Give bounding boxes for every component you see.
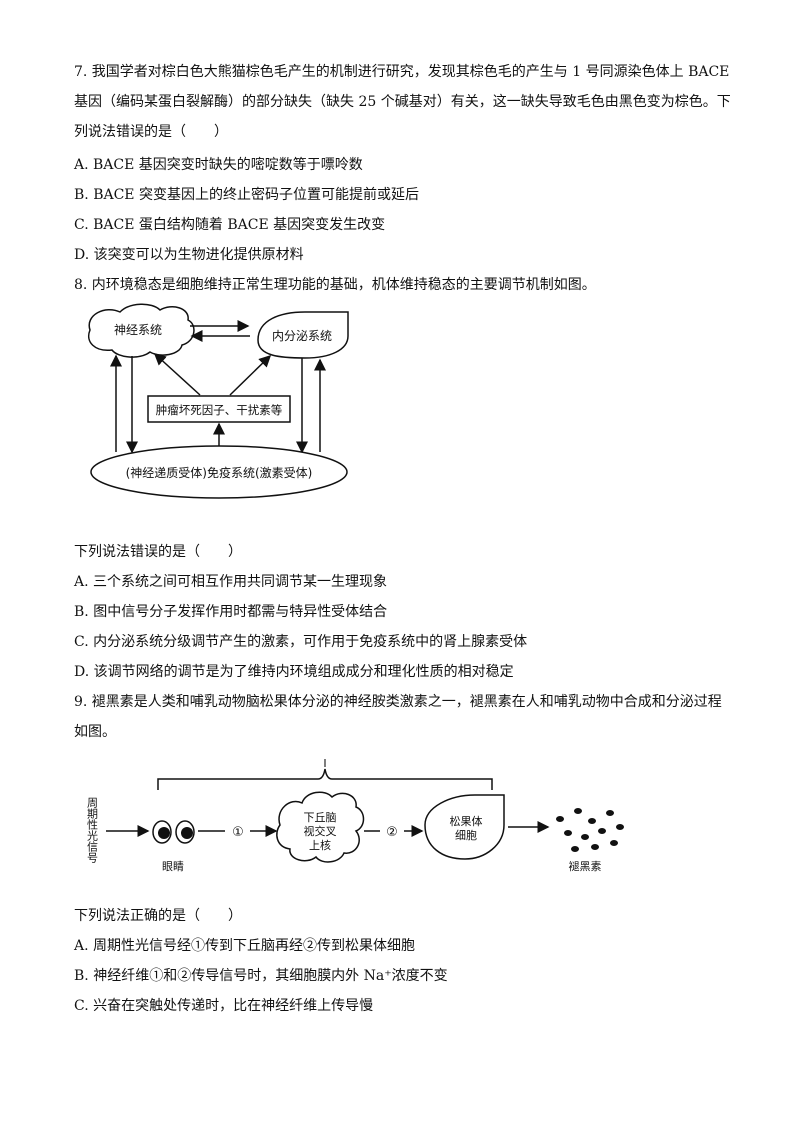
melatonin-dots-icon (556, 808, 624, 852)
step1-label: ① (232, 825, 244, 840)
q7-option-c: C. BACE 蛋白结构随着 BACE 基因突变发生改变 (74, 217, 386, 233)
light-signal-label: 周期性光信号 (86, 797, 99, 864)
bracket (157, 768, 493, 790)
q8-question: 下列说法错误的是（ ） (74, 544, 242, 560)
q7-stem-line3: 列说法错误的是（ ） (74, 124, 228, 140)
hypothalamus-label-3: 上核 (309, 838, 331, 852)
q8-option-d: D. 该调节网络的调节是为了维持内环境组成成分和理化性质的相对稳定 (74, 664, 514, 680)
bracket-label: I (323, 757, 326, 770)
q8-option-c: C. 内分泌系统分级调节产生的激素，可作用于免疫系统中的肾上腺素受体 (74, 634, 528, 650)
pineal-label-2: 细胞 (455, 829, 477, 842)
endocrine-system-label: 内分泌系统 (272, 329, 332, 343)
hypothalamus-cloud (276, 791, 365, 863)
q9-melatonin-diagram: I 周期性光信号 眼睛 ① 下丘脑 视交叉 上核 ② 松果体 细胞 (80, 755, 650, 880)
q8-option-b: B. 图中信号分子发挥作用时都需与特异性受体结合 (74, 604, 388, 620)
q9-option-a: A. 周期性光信号经①传到下丘脑再经②传到松果体细胞 (74, 938, 416, 954)
q8-regulation-diagram: 神经系统 内分泌系统 肿瘤坏死因子、干扰素等 (神经递质受体)免疫系统(激素受体… (80, 300, 380, 510)
q8-stem: 8. 内环境稳态是细胞维持正常生理功能的基础，机体维持稳态的主要调节机制如图。 (74, 277, 596, 293)
q9-option-b: B. 神经纤维①和②传导信号时，其细胞膜内外 Na⁺浓度不变 (74, 968, 448, 984)
pineal-cell-shape (424, 794, 505, 860)
q7-option-b: B. BACE 突变基因上的终止密码子位置可能提前或延后 (74, 187, 419, 203)
q9-stem-line2: 如图。 (74, 724, 116, 740)
hypothalamus-label-2: 视交叉 (304, 824, 337, 838)
q7-option-a: A. BACE 基因突变时缺失的嘧啶数等于嘌呤数 (74, 157, 363, 173)
factors-label: 肿瘤坏死因子、干扰素等 (156, 403, 283, 417)
pineal-label-1: 松果体 (450, 814, 483, 828)
q9-stem-line1: 9. 褪黑素是人类和哺乳动物脑松果体分泌的神经胺类激素之一，褪黑素在人和哺乳动物… (74, 694, 722, 710)
endocrine-system-shape (257, 311, 349, 359)
q7-option-d: D. 该突变可以为生物进化提供原材料 (74, 247, 304, 263)
eye-icon (152, 820, 195, 844)
q7-stem-line2: 基因（编码某蛋白裂解酶）的部分缺失（缺失 25 个碱基对）有关，这一缺失导致毛色… (74, 94, 731, 110)
q9-option-c: C. 兴奋在突触处传递时，比在神经纤维上传导慢 (74, 998, 374, 1014)
nervous-system-label: 神经系统 (114, 323, 162, 337)
immune-system-label: (神经递质受体)免疫系统(激素受体) (126, 465, 313, 480)
immune-system-ellipse (90, 445, 348, 499)
hypothalamus-label-1: 下丘脑 (304, 811, 337, 824)
q8-option-a: A. 三个系统之间可相互作用共同调节某一生理现象 (74, 574, 388, 590)
melatonin-label: 褪黑素 (569, 859, 602, 873)
step2-label: ② (386, 825, 398, 840)
q9-question: 下列说法正确的是（ ） (74, 908, 242, 924)
eye-label: 眼睛 (162, 860, 184, 873)
q7-stem-line1: 7. 我国学者对棕白色大熊猫棕色毛产生的机制进行研究，发现其棕色毛的产生与 1 … (74, 64, 730, 80)
factors-box (147, 395, 291, 423)
